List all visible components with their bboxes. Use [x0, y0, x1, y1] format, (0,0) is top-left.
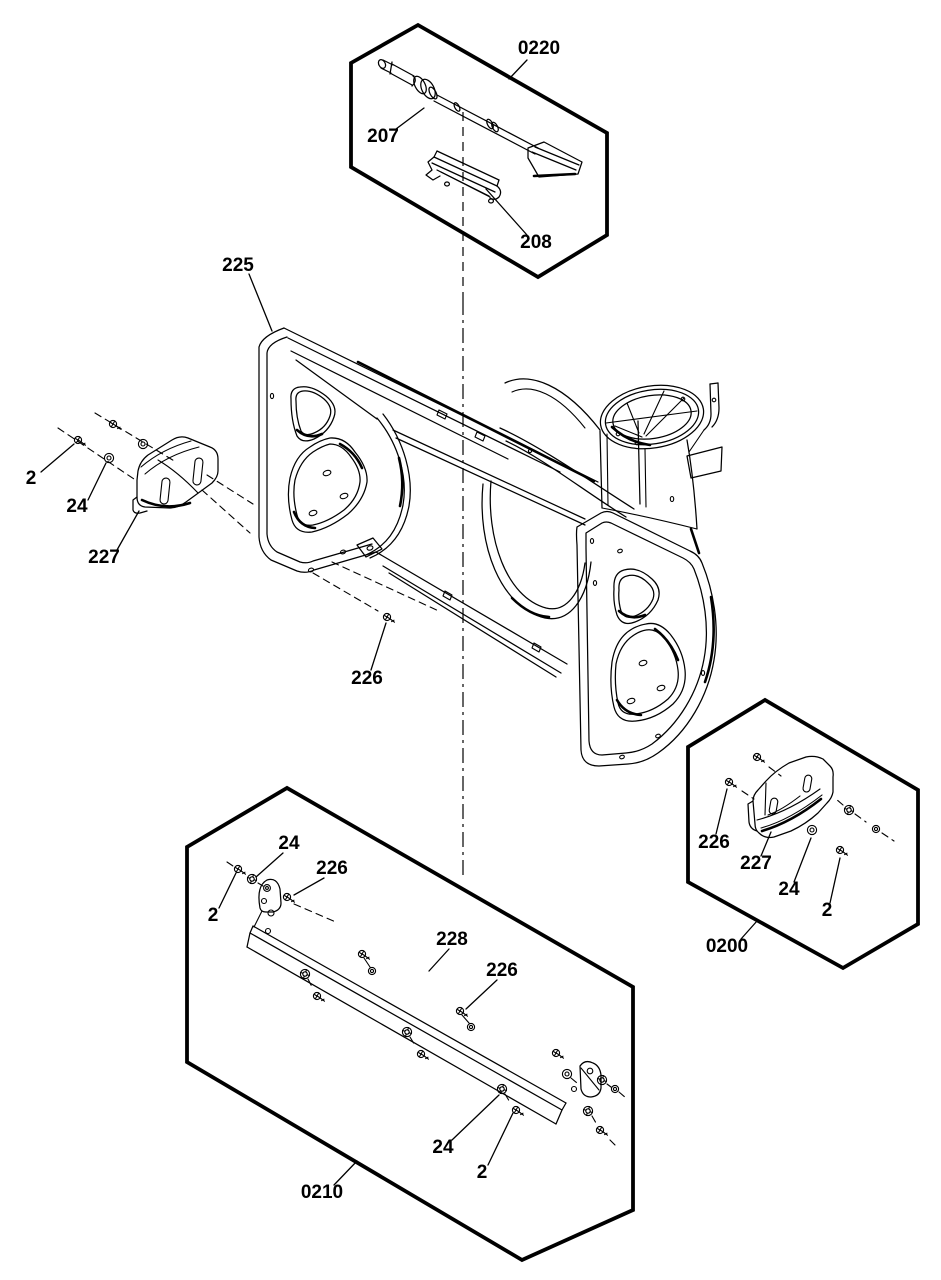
lock-washer-icon	[582, 1105, 594, 1117]
left-fastener-group	[57, 412, 254, 534]
callout-24-top: 24	[278, 833, 300, 854]
callout-24-left: 24	[66, 496, 88, 517]
panel-0220-border	[349, 22, 609, 280]
lock-washer-icon	[496, 1083, 508, 1095]
callout-227-0200: 227	[740, 853, 772, 874]
screw-icon	[312, 991, 326, 1002]
screw-icon	[416, 1049, 430, 1060]
screw-icon	[511, 1105, 525, 1116]
chute-collar	[599, 384, 705, 555]
screw-226-mid	[312, 561, 442, 623]
callout-227-left: 227	[88, 547, 120, 568]
screw-icon	[724, 777, 738, 788]
bracket-208-drawing	[425, 150, 502, 204]
washer-icon	[561, 1068, 573, 1080]
washer-icon	[103, 452, 115, 464]
lock-washer-icon	[401, 1026, 413, 1038]
panel-0210	[185, 785, 635, 1263]
callouts: 0220 207 208 225 2 24 227 226 226 227 24…	[26, 38, 841, 1203]
callout-2-0200: 2	[822, 900, 833, 921]
callout-207: 207	[367, 126, 399, 147]
nut-icon	[466, 1022, 476, 1032]
callout-0210: 0210	[301, 1182, 343, 1203]
callout-24-bottom: 24	[432, 1137, 454, 1158]
nut-icon	[367, 966, 377, 976]
auger-drum	[481, 378, 635, 620]
lock-washer-icon	[843, 804, 855, 816]
callout-226-right: 226	[486, 960, 518, 981]
callout-2-bottom: 2	[477, 1162, 488, 1183]
left-side-plate	[258, 327, 411, 573]
bearing-housing-227-right	[747, 755, 834, 839]
callout-225: 225	[222, 255, 254, 276]
screw-icon	[282, 892, 296, 903]
panel-0200-border	[686, 697, 920, 971]
lock-washer-icon	[246, 873, 258, 885]
callout-0220: 0220	[518, 38, 560, 59]
callout-24-0200: 24	[778, 879, 800, 900]
nut-icon	[610, 1084, 620, 1094]
screw-icon	[382, 612, 396, 623]
panel-0210-border	[185, 785, 635, 1263]
callout-2-top: 2	[208, 905, 219, 926]
screw-icon	[835, 845, 849, 856]
callout-208: 208	[520, 232, 552, 253]
screw-icon	[108, 419, 122, 430]
lock-washer-icon	[299, 968, 311, 980]
shaft-207-drawing	[377, 59, 583, 178]
top-frame-beam	[283, 327, 599, 526]
screw-icon	[73, 435, 87, 446]
auger-housing-225-drawing	[258, 327, 723, 767]
washer-icon	[806, 824, 818, 836]
screw-icon	[551, 1048, 565, 1059]
callout-226-0200: 226	[698, 832, 730, 853]
callout-228: 228	[436, 929, 468, 950]
bottom-frame-beam	[375, 551, 568, 678]
bearing-housing-227-left	[132, 436, 219, 514]
right-side-plate	[575, 510, 717, 767]
panel-0220	[349, 22, 609, 280]
callout-226-mid: 226	[351, 668, 383, 689]
panel-0200	[686, 697, 920, 971]
screw-icon	[595, 1125, 609, 1136]
nut-icon	[871, 824, 881, 834]
callout-226-top: 226	[316, 858, 348, 879]
chute-side-bracket	[686, 382, 723, 479]
scraper-bar-228-drawing	[246, 878, 602, 1125]
callout-2-left: 2	[26, 468, 37, 489]
callout-0200: 0200	[706, 936, 748, 957]
lock-washer-icon	[596, 1074, 608, 1086]
screw-icon	[752, 752, 766, 763]
